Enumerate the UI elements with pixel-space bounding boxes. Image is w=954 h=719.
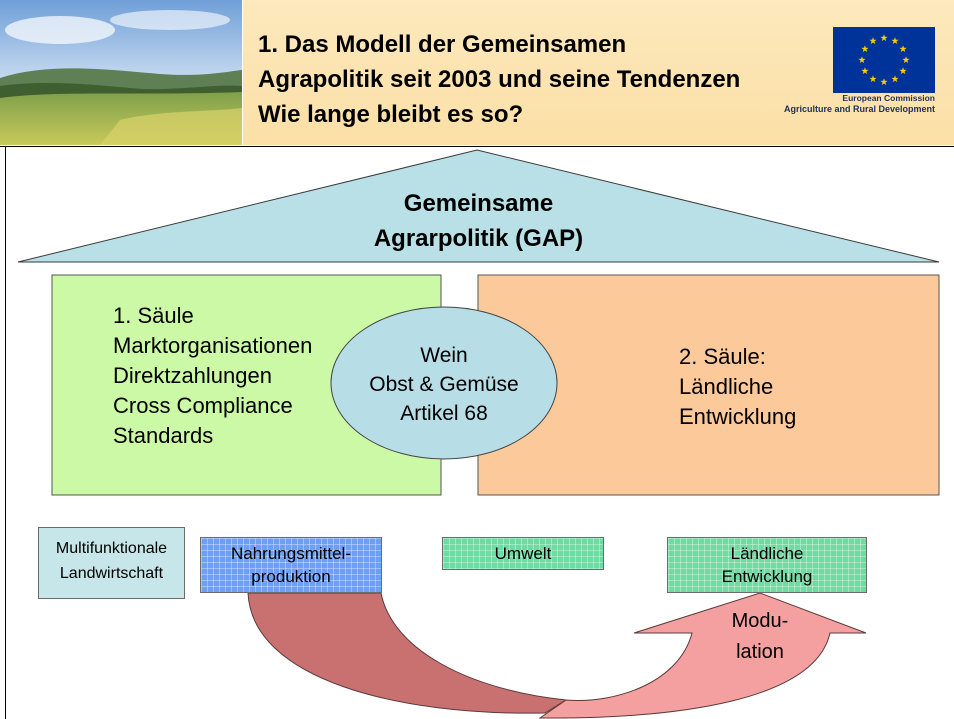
pillar-right-line: 2. Säule: bbox=[679, 344, 766, 369]
modulation-arrow-source bbox=[247, 592, 568, 714]
box-umwelt: Umwelt bbox=[442, 537, 604, 570]
pillar-left-label: 1. Säule Marktorganisationen Direktzahlu… bbox=[113, 301, 433, 451]
eu-star-icon bbox=[891, 75, 899, 83]
eu-star-icon bbox=[869, 37, 877, 45]
box-line: Umwelt bbox=[494, 544, 552, 563]
header-photo bbox=[0, 0, 242, 145]
pillar-left-line: Direktzahlungen bbox=[113, 363, 272, 388]
eu-star-icon bbox=[899, 67, 907, 75]
box-laendliche-entwicklung: Ländliche Entwicklung bbox=[667, 537, 867, 593]
eu-logo-line1: European Commission bbox=[842, 93, 935, 103]
pillar-right-line: Entwicklung bbox=[679, 404, 797, 429]
eu-star-icon bbox=[899, 45, 907, 53]
center-ellipse bbox=[330, 306, 558, 460]
box-multifunktionale-landwirtschaft: Multifunktionale Landwirtschaft bbox=[38, 527, 185, 599]
box-line: Nahrungsmittel- bbox=[231, 544, 351, 563]
header-divider bbox=[0, 146, 954, 147]
pillar-left-line: Cross Compliance bbox=[113, 393, 293, 418]
box-line: Entwicklung bbox=[721, 567, 813, 586]
box-line: Landwirtschaft bbox=[59, 565, 164, 582]
pillar-right-line: Ländliche bbox=[679, 374, 774, 399]
eu-star-icon bbox=[861, 45, 869, 53]
eu-flag-icon bbox=[833, 27, 935, 93]
roof-label: Gemeinsame Agrarpolitik (GAP) bbox=[18, 186, 939, 256]
eu-stars bbox=[858, 34, 910, 86]
pillar-left-line: Marktorganisationen bbox=[113, 333, 313, 358]
eu-star-icon bbox=[891, 37, 899, 45]
slide-title: 1. Das Modell der Gemeinsamen Agrapoliti… bbox=[258, 27, 818, 132]
box-line: Ländliche bbox=[730, 544, 804, 563]
center-line: Obst & Gemüse bbox=[369, 373, 519, 396]
eu-logo-line2: Agriculture and Rural Development bbox=[783, 104, 935, 114]
eu-star-icon bbox=[880, 34, 888, 42]
eu-star-icon bbox=[902, 56, 910, 64]
box-line: Multifunktionale bbox=[55, 540, 168, 557]
title-line: Wie lange bleibt es so? bbox=[258, 101, 524, 128]
cloud bbox=[110, 10, 230, 30]
roof-triangle bbox=[17, 149, 940, 263]
modulation-line: lation bbox=[736, 641, 784, 663]
landscape-photo bbox=[0, 0, 242, 145]
eu-star-icon bbox=[858, 56, 866, 64]
slide-left-border bbox=[5, 146, 6, 719]
title-line: 1. Das Modell der Gemeinsamen bbox=[258, 31, 627, 58]
eu-star-icon bbox=[861, 67, 869, 75]
pillar-left-line: 1. Säule bbox=[113, 303, 194, 328]
center-line: Artikel 68 bbox=[400, 402, 488, 425]
title-line: Agrapolitik seit 2003 und seine Tendenze… bbox=[258, 66, 741, 93]
eu-star-icon bbox=[880, 78, 888, 86]
meadow-highlight bbox=[100, 108, 242, 145]
modulation-label: Modu- lation bbox=[715, 606, 805, 668]
roof-line: Agrarpolitik (GAP) bbox=[373, 225, 584, 252]
box-line: produktion bbox=[251, 567, 331, 586]
center-ellipse-label: Wein Obst & Gemüse Artikel 68 bbox=[344, 341, 544, 428]
center-line: Wein bbox=[420, 344, 468, 367]
pillar-right-label: 2. Säule: Ländliche Entwicklung bbox=[679, 342, 919, 432]
modulation-line: Modu- bbox=[731, 610, 789, 632]
eu-logo-text: European Commission Agriculture and Rura… bbox=[695, 93, 935, 115]
roof-line: Gemeinsame bbox=[403, 190, 554, 217]
eu-star-icon bbox=[869, 75, 877, 83]
box-nahrungsmittelproduktion: Nahrungsmittel- produktion bbox=[200, 537, 382, 593]
pillar-left-line: Standards bbox=[113, 423, 214, 448]
cloud bbox=[5, 16, 115, 44]
modulation-arrow-head bbox=[538, 592, 867, 719]
